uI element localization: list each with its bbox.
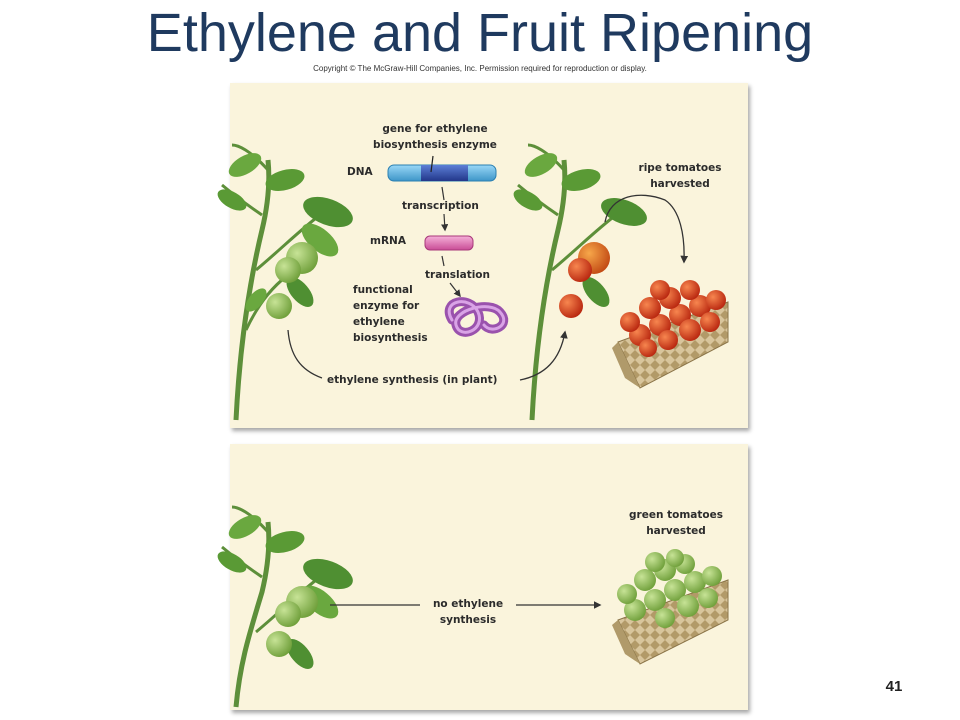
mrna-icon [424, 235, 474, 251]
ripe-harvest-label: ripe tomatoes harvested [638, 162, 722, 190]
tomato-plant-left-top [266, 242, 318, 319]
mrna-label: mRNA [370, 235, 406, 247]
basket-icon-green [612, 549, 729, 665]
dna-label: DNA [347, 166, 373, 178]
translation-label: translation [425, 269, 490, 281]
no-ethylene-label: no ethylene synthesis [432, 598, 504, 626]
dna-icon [387, 155, 497, 182]
transcription-label: transcription [402, 200, 479, 212]
copyright-notice: Copyright © The McGraw-Hill Companies, I… [313, 64, 647, 73]
green-harvest-label: green tomatoes harvested [629, 509, 723, 537]
tomato-plant-bottom [217, 505, 353, 708]
tomato-plant-icon [217, 143, 353, 421]
page-number: 41 [885, 678, 903, 695]
enzyme-icon [444, 297, 509, 337]
basket-icon [612, 280, 729, 389]
slide-title: Ethylene and Fruit Ripening [146, 3, 814, 63]
gene-label: gene for ethylene biosynthesis enzyme [373, 123, 497, 151]
tomato-plant-right-top [513, 143, 647, 421]
enzyme-label: functional enzyme for ethylene biosynthe… [353, 284, 428, 344]
ethylene-synthesis-label: ethylene synthesis (in plant) [327, 374, 498, 386]
